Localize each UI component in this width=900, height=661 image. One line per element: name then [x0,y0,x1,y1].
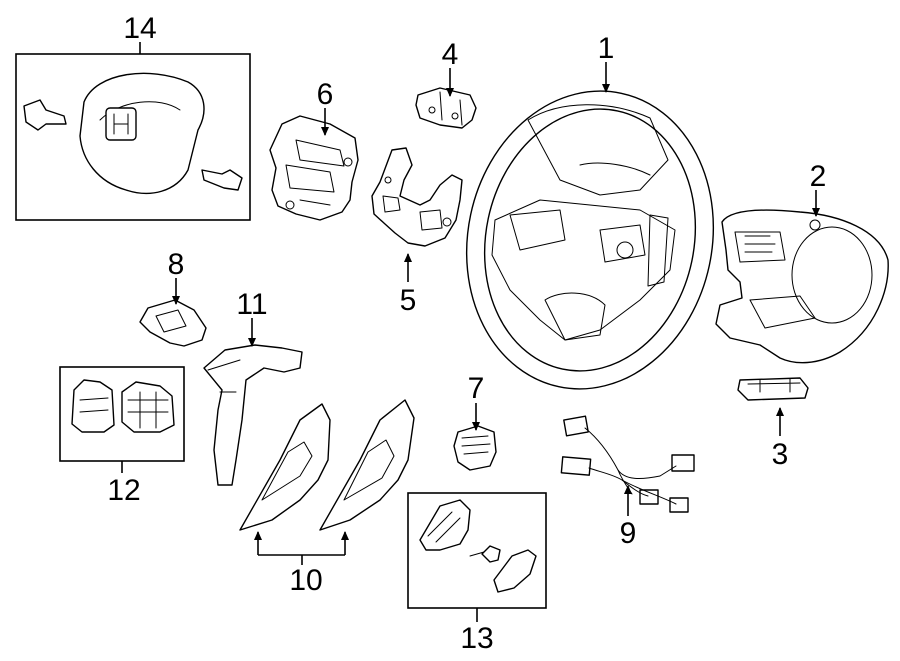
callout-4: 4 [442,38,459,71]
leader-arrows [121,42,820,622]
callout-6: 6 [317,78,334,111]
paddle-switch-part [139,299,207,347]
trim-cover-left-part [239,403,331,531]
rear-cover-part [715,209,889,364]
callout-5: 5 [400,284,417,317]
control-switch-part [453,425,497,471]
switch-kit-box [59,366,185,462]
trim-clip-part [737,377,809,401]
callout-10: 10 [289,564,322,597]
callout-8: 8 [168,248,185,281]
callout-9: 9 [620,517,637,550]
steering-wheel-part [465,90,715,390]
callout-12: 12 [107,474,140,507]
callout-7: 7 [468,372,485,405]
callout-14: 14 [123,12,156,45]
callout-13: 13 [460,622,493,655]
callout-3: 3 [772,438,789,471]
switch-screw-kit-box [407,492,547,609]
callout-1: 1 [598,32,615,65]
airbag-kit-box [15,53,251,221]
switch-assembly-part [371,147,463,247]
callout-labels: 1 2 3 4 5 6 7 8 9 10 11 12 13 14 [107,12,826,655]
callout-11: 11 [236,288,267,321]
wire-harness-part [560,415,695,513]
trim-bezel-part [203,344,303,486]
mounting-plate-part [269,115,359,221]
bracket-part [415,87,477,129]
trim-cover-right-part [319,399,415,531]
callout-2: 2 [810,160,827,193]
